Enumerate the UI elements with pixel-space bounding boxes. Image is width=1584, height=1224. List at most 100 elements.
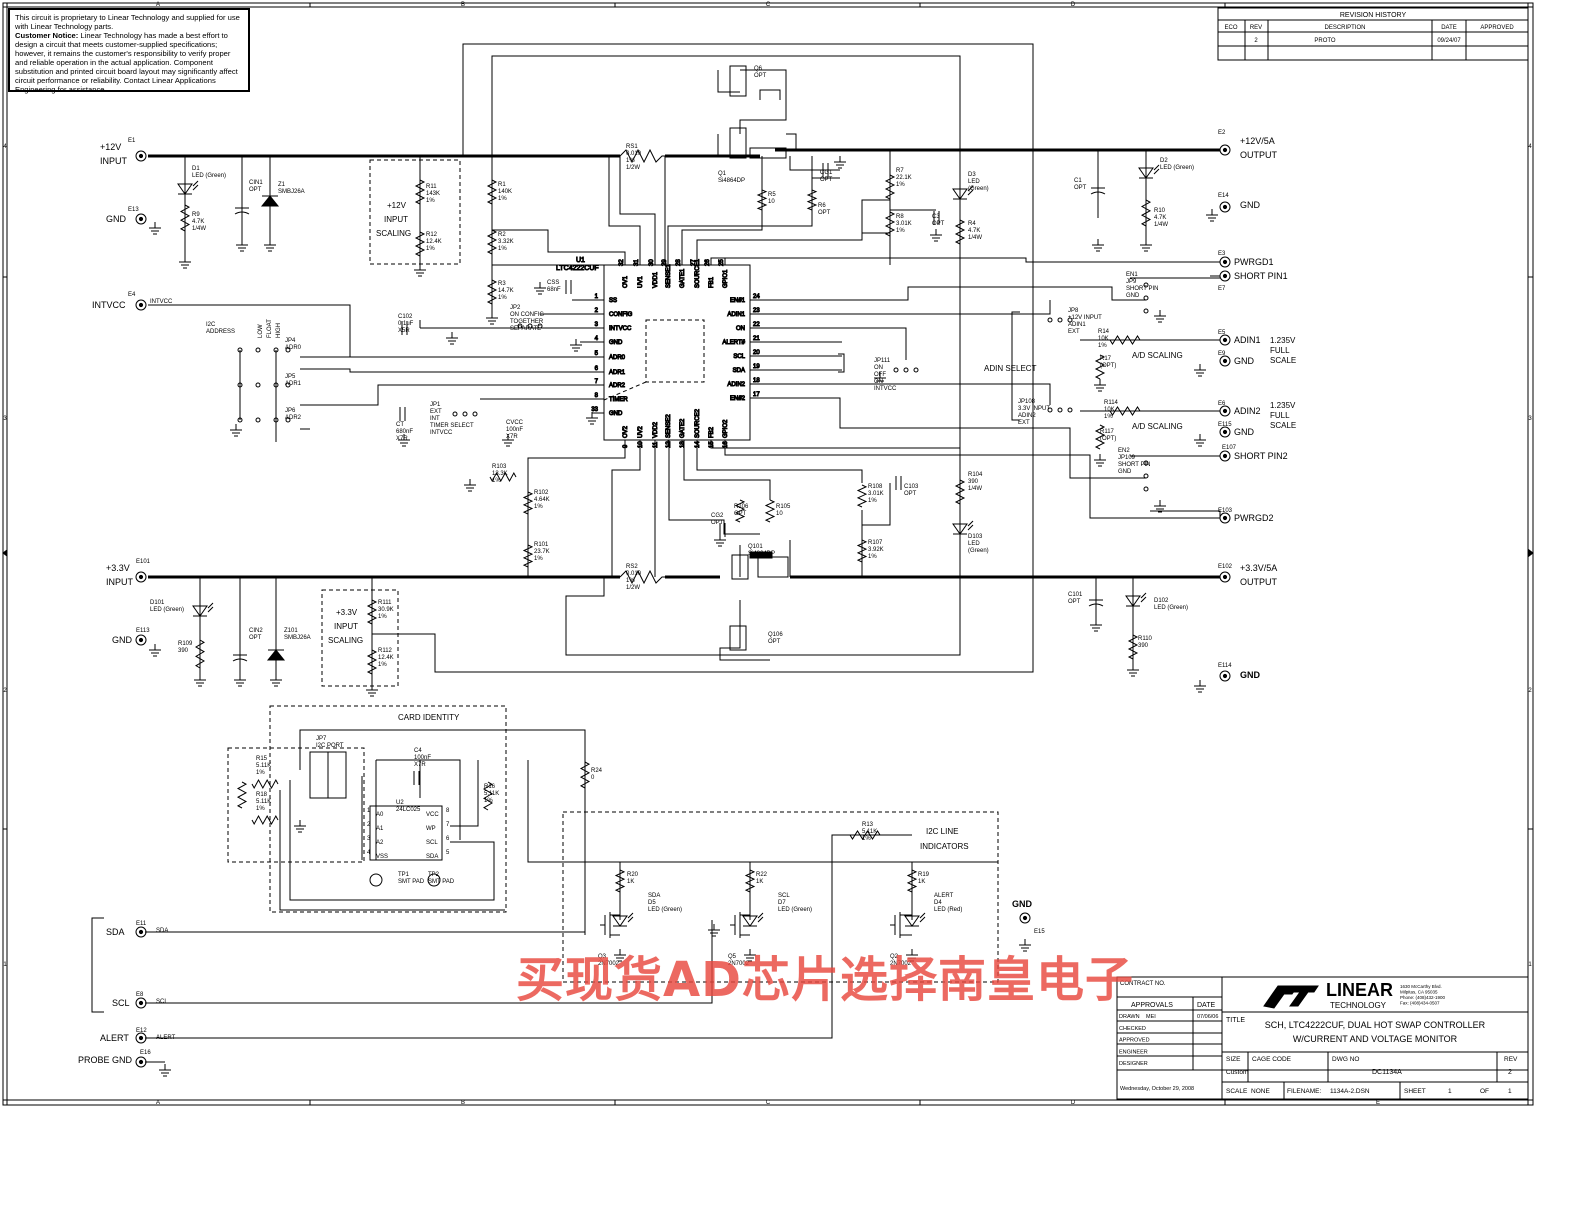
part-label: 3.32K bbox=[498, 239, 514, 245]
terminal-post[interactable] bbox=[1219, 270, 1231, 282]
part-label: RS1 bbox=[626, 144, 638, 150]
part-label: R107 bbox=[868, 540, 883, 546]
part-label: 1/4W bbox=[1154, 222, 1168, 228]
part-label: ON bbox=[874, 365, 883, 371]
pin-number: 25 bbox=[719, 259, 725, 266]
terminal-post[interactable] bbox=[1219, 571, 1231, 583]
terminal-post[interactable] bbox=[1219, 355, 1231, 367]
label: E15 bbox=[1034, 929, 1045, 935]
part-label: Q2 bbox=[890, 954, 899, 960]
terminal-post[interactable] bbox=[135, 1032, 147, 1044]
terminal-post[interactable] bbox=[1219, 670, 1231, 682]
pin-number: 30 bbox=[649, 259, 655, 266]
pin-name: GPIO2 bbox=[723, 419, 729, 438]
grid-label: D bbox=[1071, 2, 1076, 8]
terminal-post[interactable] bbox=[1219, 144, 1231, 156]
terminal-post[interactable] bbox=[135, 634, 147, 646]
terminal-post[interactable] bbox=[135, 997, 147, 1009]
resistor-body bbox=[414, 231, 426, 257]
led-body bbox=[742, 915, 758, 927]
part-label: CVCC bbox=[506, 420, 524, 426]
part-label: 1% bbox=[492, 478, 501, 484]
part-label: OPT bbox=[249, 635, 262, 641]
label: GND bbox=[106, 214, 127, 224]
terminal-post[interactable] bbox=[1219, 450, 1231, 462]
pin-name: GATE2 bbox=[680, 418, 686, 438]
part-label: LED (Green) bbox=[778, 907, 812, 913]
pin-number: 14 bbox=[695, 441, 701, 448]
terminal-post[interactable] bbox=[1019, 912, 1031, 924]
titleblock-field: CHECKED bbox=[1119, 1026, 1146, 1032]
resistor-body bbox=[1094, 354, 1106, 380]
titleblock-field: DWG NO bbox=[1332, 1056, 1359, 1063]
titleblock-field: TECHNOLOGY bbox=[1330, 1001, 1387, 1010]
terminal-post[interactable] bbox=[1219, 334, 1231, 346]
part-label: U2 bbox=[396, 800, 404, 806]
part-label: R17 bbox=[1100, 356, 1112, 362]
part-label: D3 bbox=[968, 172, 976, 178]
part-label: 0.1uF bbox=[398, 321, 414, 327]
part-label: C101 bbox=[1068, 592, 1083, 598]
terminal-post[interactable] bbox=[135, 150, 147, 162]
part-label: OPT bbox=[818, 210, 831, 216]
pin-name: INTVCC bbox=[609, 326, 632, 332]
resistor-body bbox=[764, 499, 776, 523]
terminal-post[interactable] bbox=[135, 571, 147, 583]
part-label: JP8 bbox=[1068, 308, 1079, 314]
part-label: 0.010 bbox=[626, 571, 642, 577]
terminal-post[interactable] bbox=[1219, 405, 1231, 417]
part-label: R8 bbox=[896, 214, 904, 220]
part-label: 10 bbox=[776, 511, 783, 517]
label: 1.235V bbox=[1270, 336, 1296, 345]
part-label: Si4864DP bbox=[718, 178, 745, 184]
part-label: 1% bbox=[896, 228, 905, 234]
revision-header: ECO bbox=[1224, 25, 1237, 31]
part-label: 4.7K bbox=[968, 228, 980, 234]
pin-name: VDD1 bbox=[653, 271, 659, 288]
part-label: (OPT) bbox=[1100, 436, 1116, 442]
part-label: JP7 bbox=[316, 736, 327, 742]
label: FULL bbox=[1270, 346, 1290, 355]
pin-number: 27 bbox=[691, 259, 697, 266]
revision-history: REVISION HISTORY ECO REV DESCRIPTION DAT… bbox=[1217, 7, 1529, 61]
adin-select-bracket bbox=[91, 311, 1020, 1013]
title-block bbox=[1116, 976, 1529, 1100]
part-label: 1% bbox=[378, 662, 387, 668]
titleblock-field: TITLE bbox=[1226, 1017, 1245, 1024]
terminal-post[interactable] bbox=[135, 299, 147, 311]
terminal-post[interactable] bbox=[135, 213, 147, 225]
resistor-body bbox=[486, 229, 498, 255]
part-label: OFF bbox=[874, 372, 886, 378]
led-body bbox=[1125, 595, 1141, 607]
label: E11 bbox=[136, 921, 147, 927]
part-label: LED (Red) bbox=[934, 907, 962, 913]
pin-number: 13 bbox=[680, 441, 686, 448]
pin-number: 24 bbox=[753, 294, 760, 300]
label: PWRGD1 bbox=[1234, 257, 1274, 267]
part-label: OPT bbox=[904, 491, 917, 497]
label: 8 bbox=[446, 808, 450, 814]
label: SCL bbox=[156, 999, 168, 1005]
terminal-post[interactable] bbox=[1219, 201, 1231, 213]
resistor-body bbox=[744, 869, 756, 893]
grid-label: A bbox=[156, 1100, 160, 1106]
terminal-post[interactable] bbox=[1219, 426, 1231, 438]
part-label: D103 bbox=[968, 534, 983, 540]
part-label: Q106 bbox=[768, 632, 783, 638]
terminal-post[interactable] bbox=[1219, 256, 1231, 268]
label: E113 bbox=[136, 628, 150, 634]
terminal-post[interactable] bbox=[135, 926, 147, 938]
resistor-body bbox=[366, 599, 378, 625]
pin-name: TIMER bbox=[609, 397, 628, 403]
terminal-post[interactable] bbox=[1219, 512, 1231, 524]
part-label: OPT bbox=[768, 639, 781, 645]
part-label: 14.7K bbox=[498, 288, 514, 294]
terminal-post[interactable] bbox=[135, 1056, 147, 1068]
label: SCALING bbox=[328, 636, 363, 645]
label: LOW bbox=[258, 324, 264, 338]
label: INDICATORS bbox=[920, 842, 969, 851]
jumper-pins bbox=[237, 282, 1149, 887]
pin-number: 29 bbox=[662, 259, 668, 266]
label: VCC bbox=[426, 812, 439, 818]
